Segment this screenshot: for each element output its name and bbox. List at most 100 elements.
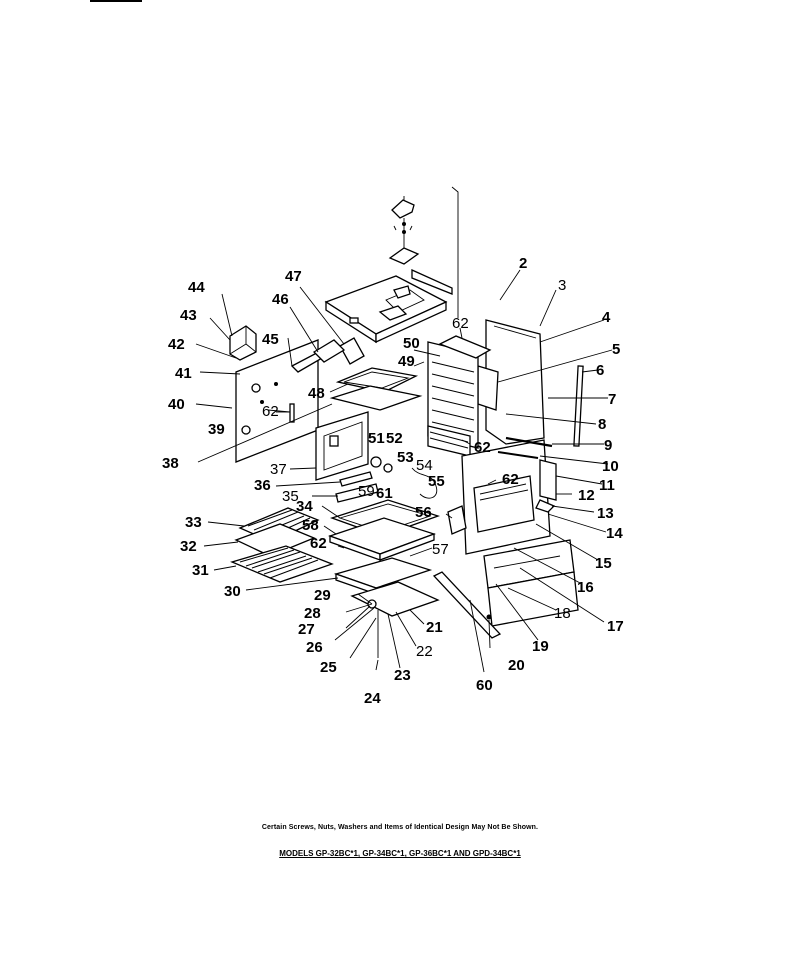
part-strip-6: [573, 365, 584, 447]
callout-59: 59: [358, 483, 375, 500]
callout-56: 56: [415, 504, 432, 521]
part-gas-line-55: [411, 467, 438, 499]
part-baffle-38: [329, 385, 423, 411]
callout-2: 2: [519, 255, 527, 272]
callout-29: 29: [314, 587, 331, 604]
part-top-bracket: [411, 268, 453, 295]
callout-58: 58: [302, 517, 319, 534]
callout-62-top: 62: [452, 315, 469, 332]
models-line: MODELS GP-32BC*1, GP-34BC*1, GP-36BC*1 A…: [0, 849, 800, 858]
leader-lines: [195, 269, 613, 673]
part-rail-9: [505, 436, 553, 448]
callout-23: 23: [394, 667, 411, 684]
callout-13: 13: [597, 505, 614, 522]
callout-42: 42: [168, 336, 185, 353]
callout-12: 12: [578, 487, 595, 504]
callout-20: 20: [508, 657, 525, 674]
callout-51: 51: [368, 430, 385, 447]
callout-22: 22: [416, 643, 433, 660]
part-tube-36: [339, 471, 373, 487]
part-cover-46: [312, 339, 346, 363]
callout-32: 32: [180, 538, 197, 555]
callout-3: 3: [558, 277, 566, 294]
callout-36: 36: [254, 477, 271, 494]
callout-33: 33: [185, 514, 202, 531]
part-leveler-20: [486, 614, 492, 620]
callout-48: 48: [308, 385, 325, 402]
part-vent-47: [339, 337, 365, 365]
part-rail-10: [497, 451, 539, 459]
callout-8: 8: [598, 416, 606, 433]
part-oven-back-37: [315, 411, 369, 481]
part-pan-32: [234, 523, 316, 557]
part-bottom-21: [350, 581, 440, 617]
callout-44: 44: [188, 279, 205, 296]
callout-7: 7: [608, 391, 616, 408]
part-burner-assembly-50: [427, 335, 492, 449]
callout-16: 16: [577, 579, 594, 596]
callout-54: 54: [416, 457, 433, 474]
callout-5: 5: [612, 341, 620, 358]
callout-14: 14: [606, 525, 623, 542]
part-box-44: [229, 325, 257, 361]
part-hinge-56: [447, 505, 467, 535]
part-rack-31: [230, 545, 334, 583]
callout-9: 9: [604, 437, 612, 454]
callout-43: 43: [180, 307, 197, 324]
callout-39: 39: [208, 421, 225, 438]
callout-30: 30: [224, 583, 241, 600]
callout-21: 21: [426, 619, 443, 636]
part-rail-60: [432, 571, 502, 639]
part-drawings: [229, 186, 584, 658]
callout-45: 45: [262, 331, 279, 348]
part-knob-51: [370, 456, 382, 468]
callout-50: 50: [403, 335, 420, 352]
callout-46: 46: [272, 291, 289, 308]
callout-62-door: 62: [502, 471, 519, 488]
callout-26: 26: [306, 639, 323, 656]
callout-53: 53: [397, 449, 414, 466]
callout-62-broiler: 62: [310, 535, 327, 552]
callout-18: 18: [554, 605, 571, 622]
part-vent-5: [477, 365, 499, 411]
callout-37: 37: [270, 461, 287, 478]
callout-35: 35: [282, 488, 299, 505]
part-top-valve: [388, 196, 420, 265]
top-rule: [90, 0, 142, 2]
callout-15: 15: [595, 555, 612, 572]
callout-62-mid: 62: [474, 439, 491, 456]
part-bracket-12: [539, 459, 557, 501]
part-knob-52: [383, 463, 393, 473]
part-burner-35: [335, 483, 379, 503]
callout-38: 38: [162, 455, 179, 472]
callout-41: 41: [175, 365, 192, 382]
callout-52: 52: [386, 430, 403, 447]
callout-labels: 2 3 4 5 6 7 8 9 10 11 12 13 14 15 16 17 …: [162, 255, 624, 707]
callout-17: 17: [607, 618, 624, 635]
callout-31: 31: [192, 562, 209, 579]
part-rod-line: [451, 186, 459, 318]
callout-60: 60: [476, 677, 493, 694]
callout-57: 57: [432, 541, 449, 558]
models-text: MODELS GP-32BC*1, GP-34BC*1, GP-36BC*1 A…: [279, 849, 521, 858]
part-oven-front-57: [461, 439, 551, 555]
callout-55: 55: [428, 473, 445, 490]
callout-34: 34: [296, 498, 313, 515]
callout-4: 4: [602, 309, 611, 326]
footnote: Certain Screws, Nuts, Washers and Items …: [261, 824, 539, 831]
part-burner-box: [324, 275, 448, 344]
callout-10: 10: [602, 458, 619, 475]
callout-6: 6: [596, 362, 604, 379]
callout-25: 25: [320, 659, 337, 676]
callout-27: 27: [298, 621, 315, 638]
callout-24: 24: [364, 690, 381, 707]
callout-62-left: 62: [262, 403, 279, 420]
callout-19: 19: [532, 638, 549, 655]
callout-61: 61: [376, 485, 393, 502]
callout-28: 28: [304, 605, 321, 622]
callout-47: 47: [285, 268, 302, 285]
part-clip-13: [535, 499, 556, 513]
callout-49: 49: [398, 353, 415, 370]
callout-11: 11: [599, 477, 615, 494]
